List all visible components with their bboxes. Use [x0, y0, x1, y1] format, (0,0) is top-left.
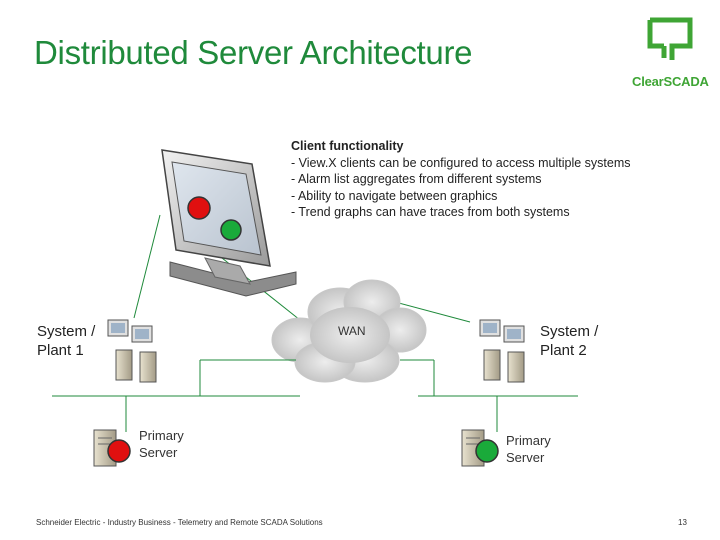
primary-server-plant2-icon [461, 429, 499, 467]
page-title: Distributed Server Architecture [34, 34, 473, 71]
client-bullet: - Alarm list aggregates from different s… [291, 172, 542, 186]
footer-text: Schneider Electric - Industry Business -… [36, 518, 323, 527]
server-label-line: Server [506, 450, 545, 465]
workstations-plant2-icon [479, 319, 525, 383]
network-bus-plant2 [400, 359, 578, 432]
client-bullet: - Trend graphs can have traces from both… [291, 205, 570, 219]
system-label-line: System / [37, 323, 96, 340]
wan-cloud-icon [271, 279, 427, 383]
server-label-line: Server [139, 445, 178, 460]
system-plant2-label: System / Plant 2 [540, 322, 598, 360]
monitor-status-green-icon [220, 219, 242, 241]
logo-text: ClearSCADA [632, 74, 709, 89]
client-bullet: - Ability to navigate between graphics [291, 188, 498, 203]
system-plant1-label: System / Plant 1 [37, 322, 95, 360]
wan-label: WAN [338, 324, 366, 338]
primary-server-plant2-label: Primary Server [506, 432, 551, 466]
workstations-plant1-icon [107, 319, 157, 383]
primary-server-plant1-label: Primary Server [139, 427, 184, 461]
server-status-plant1-icon [107, 439, 131, 463]
primary-server-plant1-icon [93, 429, 131, 467]
system-label-line: System / [540, 323, 599, 340]
client-bullet: - View.X clients can be configured to ac… [291, 155, 631, 170]
system-label-line: Plant 2 [540, 342, 587, 359]
monitor-status-red-icon [187, 196, 211, 220]
server-label-line: Primary [139, 428, 184, 443]
client-link-plant1 [133, 214, 161, 319]
client-heading: Client functionality [291, 139, 404, 153]
client-functionality: Client functionality - View.X clients ca… [291, 138, 631, 221]
server-status-plant2-icon [475, 439, 499, 463]
page-number: 13 [678, 518, 687, 527]
network-bus-plant1 [52, 359, 300, 432]
server-label-line: Primary [506, 433, 551, 448]
client-monitor-icon [161, 149, 297, 297]
system-label-line: Plant 1 [37, 342, 84, 359]
